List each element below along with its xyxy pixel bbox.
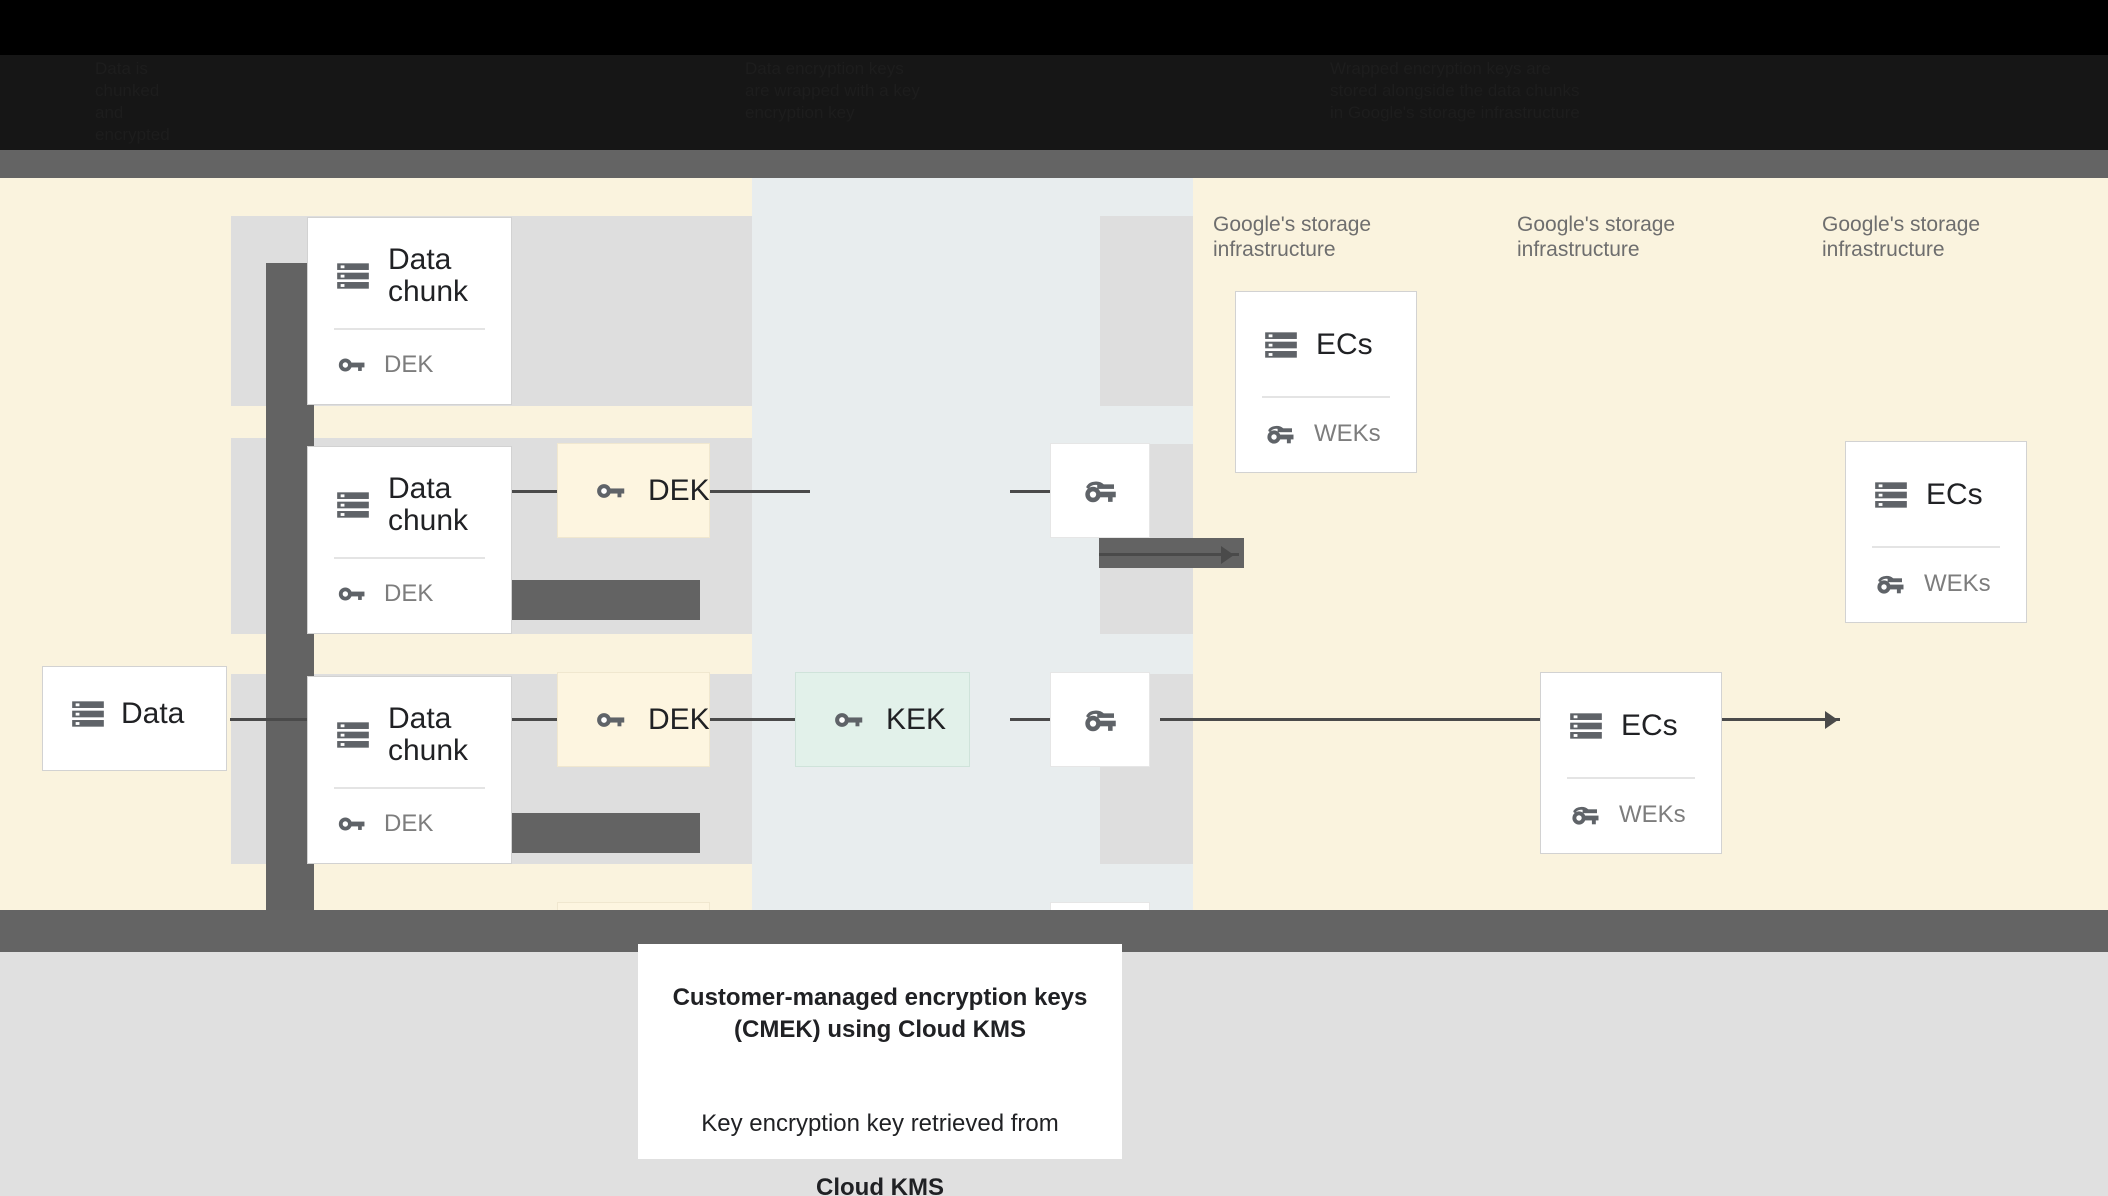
card-data-chunk-3[interactable]: Data chunk DEK bbox=[307, 676, 512, 864]
card-divider bbox=[1567, 777, 1695, 779]
line-kek-wk1 bbox=[1010, 490, 1072, 493]
infra-label-2: Google's storage infrastructure bbox=[1517, 213, 1676, 261]
server-icon bbox=[69, 695, 107, 733]
wrapped-key-box-2[interactable] bbox=[1050, 672, 1150, 767]
dek-box-2[interactable]: DEK bbox=[557, 672, 710, 767]
caption-normal-bold: Cloud KMS bbox=[816, 1173, 944, 1196]
header-divider-band bbox=[0, 150, 2108, 178]
server-icon bbox=[1567, 707, 1605, 745]
line-dek2-kek bbox=[710, 718, 810, 721]
card-subtitle: WEKs bbox=[1619, 801, 1686, 828]
card-subtitle: DEK bbox=[384, 810, 434, 837]
server-icon bbox=[1872, 476, 1910, 514]
wrapped-key-icon bbox=[1872, 566, 1908, 602]
key-icon bbox=[334, 348, 368, 382]
card-data-chunk-1[interactable]: Data chunk DEK bbox=[307, 217, 512, 405]
key-icon bbox=[334, 577, 368, 611]
card-divider bbox=[334, 328, 485, 330]
infra-label-3: Google's storage infrastructure bbox=[1822, 213, 1981, 261]
server-icon bbox=[334, 486, 372, 524]
arrow-line-ec1 bbox=[1099, 553, 1239, 556]
dek-label: DEK bbox=[648, 473, 710, 507]
caption-bold-text: Customer-managed encryption keys (CMEK) … bbox=[672, 984, 1088, 1043]
wrapped-key-icon bbox=[1079, 470, 1121, 512]
dek-box-1[interactable]: DEK bbox=[557, 443, 710, 538]
card-data-source[interactable]: Data bbox=[42, 666, 227, 771]
wrapped-key-box-1[interactable] bbox=[1050, 443, 1150, 538]
wrapped-key-icon bbox=[1079, 699, 1121, 741]
line-dek1-kek bbox=[710, 490, 810, 493]
header-text-3: Wrapped encryption keys are stored along… bbox=[1330, 59, 1580, 122]
key-icon bbox=[592, 473, 628, 509]
card-title: ECs bbox=[1621, 708, 1678, 742]
wk-strip-1 bbox=[1100, 216, 1193, 406]
card-divider bbox=[1872, 546, 2000, 548]
card-title: Data chunk bbox=[388, 243, 469, 309]
card-divider bbox=[1262, 396, 1390, 398]
dek-label: DEK bbox=[648, 702, 710, 736]
caption-box: Customer-managed encryption keys (CMEK) … bbox=[638, 944, 1122, 1196]
card-subtitle: WEKs bbox=[1924, 570, 1991, 597]
card-title: ECs bbox=[1926, 477, 1983, 511]
card-subtitle: DEK bbox=[384, 580, 434, 607]
arrowhead-ec1 bbox=[1221, 546, 1234, 564]
card-title: Data chunk bbox=[388, 472, 469, 538]
card-divider bbox=[334, 557, 485, 559]
card-title: ECs bbox=[1316, 327, 1373, 361]
row-strip-gap-a bbox=[231, 438, 752, 448]
diagram-canvas: Data Data chunk bbox=[0, 178, 2108, 997]
card-subtitle: WEKs bbox=[1314, 420, 1381, 447]
header-text-2: Data encryption keys are wrapped with a … bbox=[745, 59, 920, 122]
card-title: Data chunk bbox=[388, 702, 469, 768]
arrow-line-ec2 bbox=[1160, 718, 1840, 721]
wrapped-key-icon bbox=[1262, 416, 1298, 452]
header-black-strip bbox=[0, 0, 2108, 55]
line-kek-wk2 bbox=[1010, 718, 1072, 721]
kek-label: KEK bbox=[886, 702, 947, 736]
caption-normal-text: Key encryption key retrieved from Cloud … bbox=[668, 1076, 1092, 1196]
server-icon bbox=[334, 257, 372, 295]
infra-label-1: Google's storage infrastructure bbox=[1213, 213, 1372, 261]
arrowhead-ec2 bbox=[1825, 711, 1838, 729]
server-icon bbox=[334, 716, 372, 754]
caption-normal-line: Key encryption key retrieved from bbox=[701, 1109, 1059, 1137]
card-ecs-1[interactable]: ECs WEKs bbox=[1235, 291, 1417, 473]
card-title: Data bbox=[121, 696, 185, 730]
kek-box[interactable]: KEK bbox=[795, 672, 970, 767]
card-ecs-3[interactable]: ECs WEKs bbox=[1540, 672, 1722, 854]
card-subtitle: DEK bbox=[384, 351, 434, 378]
server-icon bbox=[1262, 326, 1300, 364]
wrapped-key-icon bbox=[1567, 797, 1603, 833]
card-ecs-2[interactable]: ECs WEKs bbox=[1845, 441, 2027, 623]
key-icon bbox=[334, 807, 368, 841]
card-data-chunk-2[interactable]: Data chunk DEK bbox=[307, 446, 512, 634]
key-icon bbox=[830, 702, 866, 738]
card-divider bbox=[334, 787, 485, 789]
key-icon bbox=[592, 702, 628, 738]
header-dark-strip bbox=[0, 55, 2108, 150]
line-data-to-fanout bbox=[230, 718, 340, 721]
